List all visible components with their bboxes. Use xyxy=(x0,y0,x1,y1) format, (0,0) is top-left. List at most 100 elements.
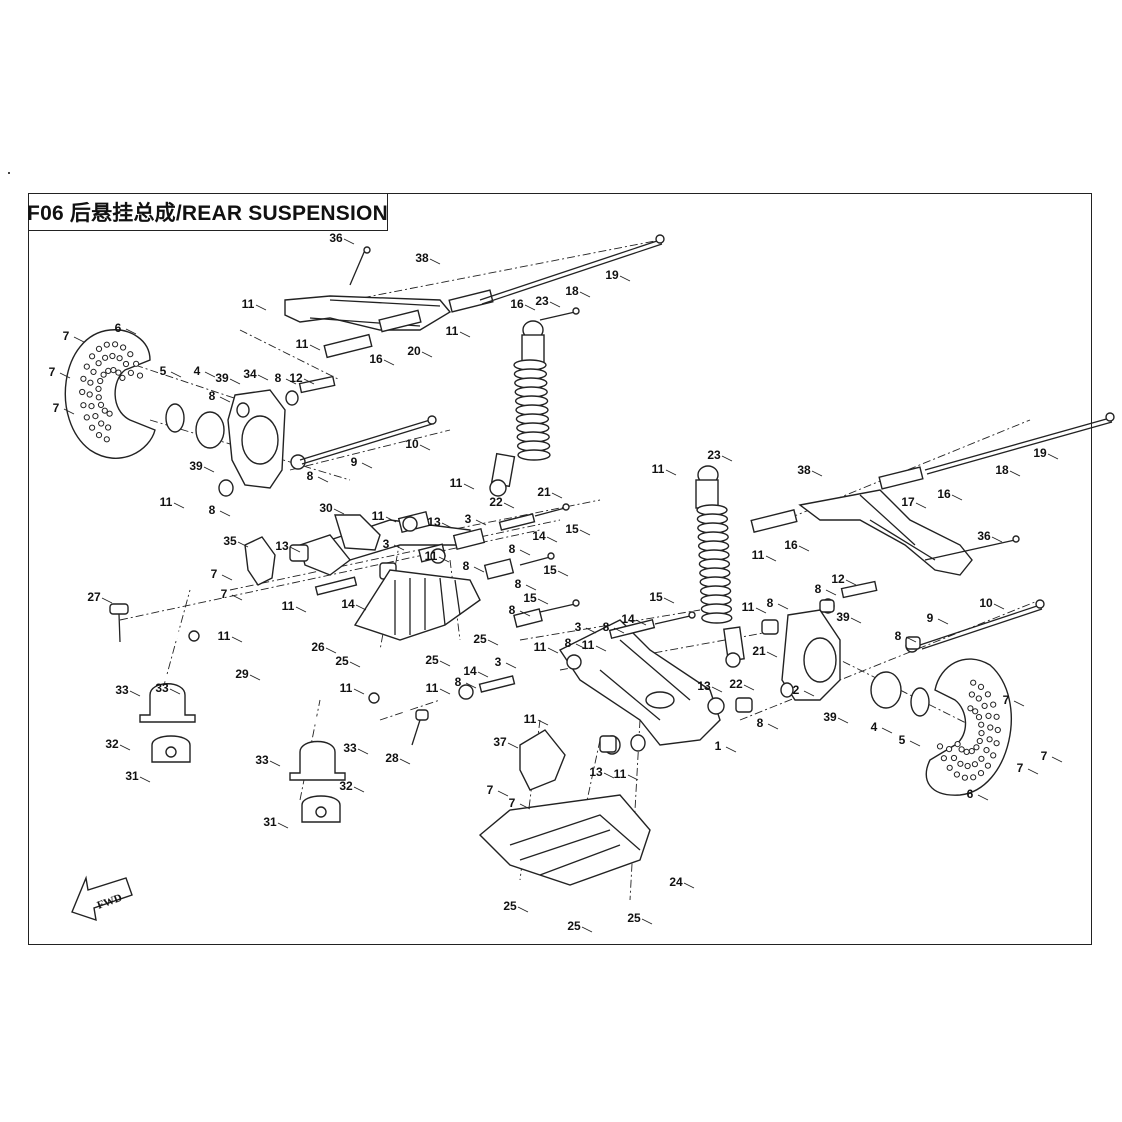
disc-hole xyxy=(136,372,144,379)
leader-c14d xyxy=(477,671,489,678)
leader-c8n xyxy=(465,682,477,689)
disc-hole xyxy=(967,705,974,712)
callout-c19a: 19 xyxy=(605,268,619,282)
callout-c11b: 11 xyxy=(446,324,459,338)
callout-c36b: 36 xyxy=(977,529,991,543)
disc-hole xyxy=(86,391,93,398)
leader-c4b xyxy=(881,727,893,734)
disc-hole xyxy=(985,712,992,720)
leader-c11o xyxy=(353,688,365,695)
callout-c25f: 25 xyxy=(567,919,581,933)
disc-hole xyxy=(120,344,127,351)
leader-c8i xyxy=(519,610,531,617)
callout-c5b: 5 xyxy=(899,733,906,747)
disc-hole xyxy=(83,363,90,370)
disc-hole xyxy=(115,369,122,376)
title-box: F06 后悬挂总成/REAR SUSPENSION xyxy=(27,193,388,231)
callout-c33a: 33 xyxy=(115,683,129,697)
disc-hole xyxy=(936,743,944,750)
callout-c27: 27 xyxy=(87,590,101,604)
callout-c39b: 39 xyxy=(189,459,203,473)
leader-c36a xyxy=(343,238,355,245)
leader-c30 xyxy=(333,508,345,515)
leader-c39c xyxy=(850,617,862,624)
callout-c6b: 6 xyxy=(967,787,974,801)
disc-hole xyxy=(133,360,140,367)
disc-hole xyxy=(102,354,109,361)
callout-c11o: 11 xyxy=(340,681,353,695)
leader-c31a xyxy=(139,776,151,783)
disc-hole xyxy=(80,375,87,382)
disc-hole xyxy=(89,424,96,431)
callout-c16d: 16 xyxy=(784,538,798,552)
diagram-frame xyxy=(28,193,1092,945)
leader-c7f xyxy=(1013,700,1025,707)
leader-c6b xyxy=(977,794,989,801)
disc-hole xyxy=(994,726,1001,734)
callout-c11i: 11 xyxy=(752,548,765,562)
leader-c28 xyxy=(399,758,411,765)
callout-c11e: 11 xyxy=(450,476,463,490)
leader-c8j xyxy=(777,603,789,610)
callout-c12a: 12 xyxy=(289,371,303,385)
leader-c12b xyxy=(845,579,857,586)
callout-c38a: 38 xyxy=(415,251,429,265)
disc-hole xyxy=(984,762,992,769)
disc-hole xyxy=(95,360,102,367)
callout-c8c: 8 xyxy=(307,469,314,483)
callout-c5a: 5 xyxy=(160,364,167,378)
leader-c11b xyxy=(459,331,471,338)
leader-c25e xyxy=(641,918,653,925)
leader-c32b xyxy=(353,786,365,793)
leader-c7g xyxy=(1051,756,1063,763)
callout-c10a: 10 xyxy=(405,437,419,451)
leader-c38a xyxy=(429,258,441,265)
callout-c15b: 15 xyxy=(543,563,557,577)
disc-hole xyxy=(975,695,982,702)
callout-c13b: 13 xyxy=(275,539,289,553)
disc-hole xyxy=(968,748,975,755)
callout-c11d: 11 xyxy=(652,462,665,476)
disc-hole xyxy=(95,385,102,392)
callout-c9b: 9 xyxy=(927,611,934,625)
leader-c15a xyxy=(579,529,591,536)
leader-c16d xyxy=(798,545,810,552)
disc-hole xyxy=(978,730,985,737)
disc-hole xyxy=(103,436,110,443)
disc-hole xyxy=(993,740,1000,747)
disc-hole xyxy=(971,761,979,768)
leader-c2 xyxy=(803,690,815,697)
callout-c8f: 8 xyxy=(463,559,470,573)
callout-c33d: 33 xyxy=(343,741,357,755)
leader-c32a xyxy=(119,744,131,751)
callout-c3a: 3 xyxy=(465,512,472,526)
disc-hole xyxy=(950,754,958,762)
leader-c11d xyxy=(665,469,677,476)
disc-hole xyxy=(978,755,985,762)
callout-c18a: 18 xyxy=(565,284,579,298)
callout-c10b: 10 xyxy=(979,596,993,610)
disc-hole xyxy=(975,714,983,721)
leader-c15d xyxy=(663,597,675,604)
caliper-bracket-right xyxy=(519,729,566,791)
callout-c8e: 8 xyxy=(509,542,516,556)
callout-c7b: 7 xyxy=(49,365,56,379)
disc-hole xyxy=(990,752,997,759)
leader-c25f xyxy=(581,926,593,933)
leader-c25c xyxy=(439,660,451,667)
shock-absorber-left xyxy=(489,320,551,497)
leader-c35 xyxy=(237,541,249,548)
disc-hole xyxy=(116,355,123,362)
leader-c31b xyxy=(277,822,289,829)
leader-c33a xyxy=(129,690,141,697)
leader-c4a xyxy=(204,371,216,378)
callout-c11r: 11 xyxy=(614,767,627,781)
callout-c23a: 23 xyxy=(535,294,549,308)
hub-knuckle-left xyxy=(165,375,336,497)
callout-c8k: 8 xyxy=(603,620,610,634)
leader-c14a xyxy=(546,536,558,543)
disc-hole xyxy=(97,401,105,408)
disc-hole xyxy=(961,774,969,781)
fwd-arrow-icon: FWD xyxy=(71,875,133,922)
